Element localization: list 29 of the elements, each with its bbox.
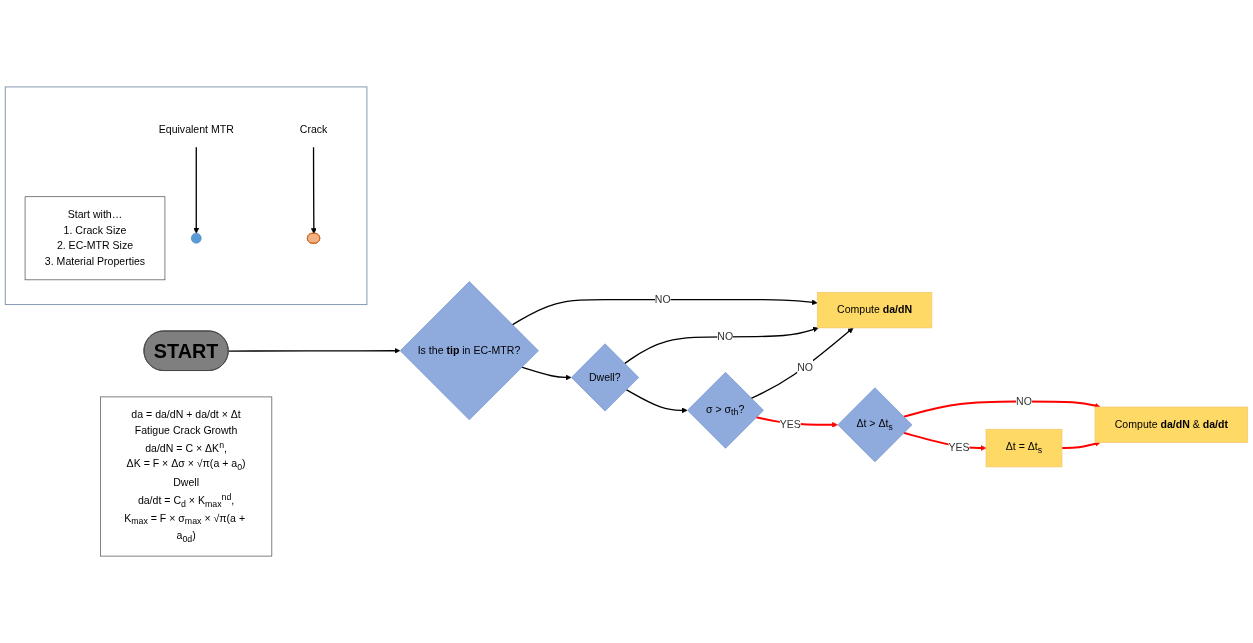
arrow [623,326,819,365]
node-text: Equivalent MTR [158,123,234,135]
arrow [625,388,688,414]
node-box: Start with… 1. Crack Size 2. EC-MTR Size 3. Material Properties [24,196,166,281]
node-diamond: Dwell? [571,343,640,412]
node-diamond: Is the tip in EC-MTR? [399,281,539,421]
node-box: Compute da/dN [816,292,933,329]
edge-label: NO [717,330,734,343]
arrow [750,327,854,399]
node-circle [191,233,202,244]
edge-label: YES [948,442,970,454]
arrow [227,347,401,354]
node-diamond: σ > σ$_{th}$? [687,372,764,449]
edge-label: NO [1016,395,1032,407]
cluster [4,86,368,306]
edge-label: NO [797,361,814,374]
edge-label: NO [654,293,671,305]
node-box: Δt = Δt$_{s}$ [985,428,1063,468]
arrow [310,146,317,234]
node-text: Crack [299,123,328,135]
arrow [521,366,572,381]
arrow [193,146,200,234]
node-box: Compute da/dN & da/dt [1094,406,1249,443]
node-box: da = da/dN + da/dt × Δt Fatigue Crack Growth da/dN = C × ΔK$^{n}$, ΔK = F × Δσ × √π(a + a$_{0}$) Dwell da/dt = C$_{d}$ × K$_{max}$$^{nd}$, K$_{max}$ = F × σ$_{max}$ × √π(a + a$_{0d}$) [100,396,273,557]
arrow [1061,441,1101,450]
arrow [902,400,1101,418]
arrow [511,298,818,326]
node-diamond: Δt > Δt$_{s}$ [837,387,913,463]
edge-label: YES [779,418,801,431]
